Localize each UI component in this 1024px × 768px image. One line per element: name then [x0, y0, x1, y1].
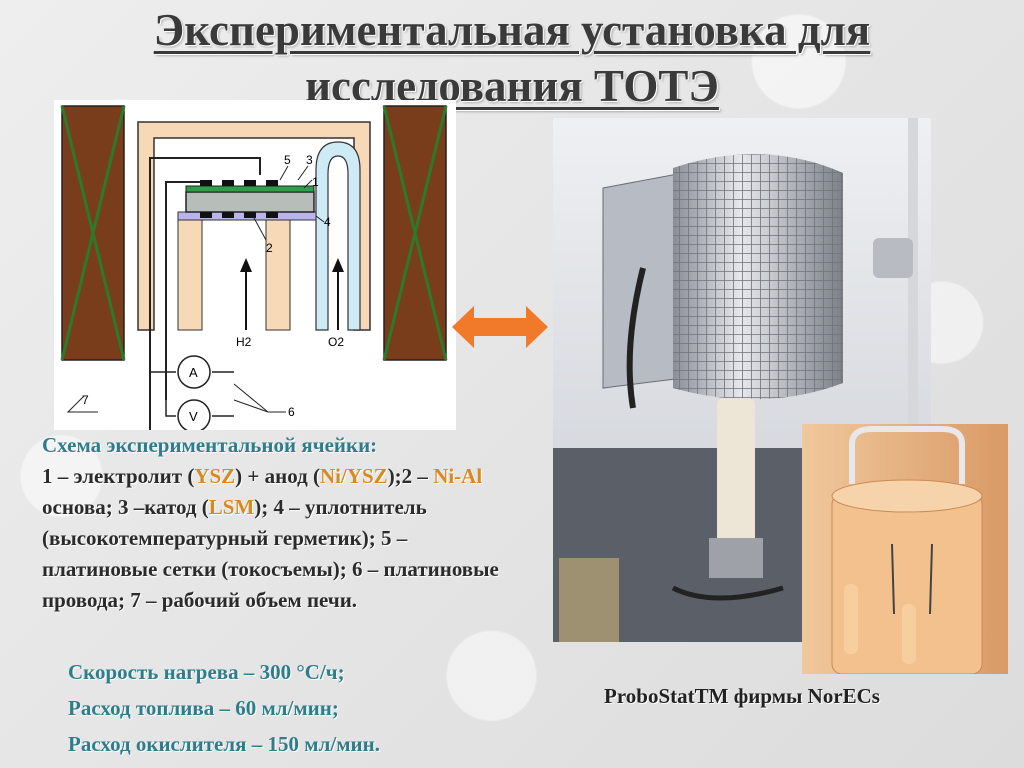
air-tube — [315, 141, 361, 331]
cell-schematic-svg: H2 O2 A V 6 7 5 3 1 4 2 — [60, 105, 448, 433]
furnace-wall-right — [382, 105, 448, 361]
label-6: 6 — [288, 405, 295, 419]
param-fuel-flow: Расход топлива – 60 мл/мин; — [68, 696, 339, 720]
param-heating-rate: Скорость нагрева – 300 °С/ч; — [68, 660, 345, 684]
double-arrow-icon — [452, 306, 548, 348]
cell-schematic: H2 O2 A V 6 7 5 3 1 4 2 — [54, 100, 456, 433]
legend-heading: Схема экспериментальной ячейки: — [42, 433, 378, 457]
photo-caption: ProboStatTM фирмы NorECs — [604, 684, 880, 708]
material-ni-ysz: Ni/YSZ — [320, 464, 388, 488]
furnace-wall-left — [60, 105, 126, 361]
label-7: 7 — [82, 393, 89, 407]
label-2: 2 — [266, 241, 273, 255]
legend-text: 1 – электролит (YSZ) + анод (Ni/YSZ);2 –… — [42, 464, 499, 612]
schematic-legend: Схема экспериментальной ячейки: 1 – элек… — [42, 430, 512, 616]
ammeter-symbol — [177, 355, 211, 389]
label-1: 1 — [312, 175, 319, 189]
cell-holder-inset-photo — [802, 424, 1008, 674]
wire-outer — [149, 157, 261, 430]
experiment-parameters: Скорость нагрева – 300 °С/ч; Расход топл… — [68, 654, 528, 762]
title-line-1: Экспериментальная установка для — [153, 5, 871, 55]
inner-tube-left — [177, 217, 203, 331]
param-oxidizer-flow: Расход окислителя – 150 мл/мин. — [68, 732, 380, 756]
wire-inner — [165, 181, 204, 400]
electrolyte-layer — [185, 191, 315, 213]
inner-tube-right — [265, 217, 291, 331]
h2-label: H2 — [236, 335, 252, 349]
platinum-mesh-top — [200, 180, 278, 186]
label-5: 5 — [284, 153, 291, 167]
circuit-wires — [150, 371, 234, 417]
platinum-mesh-bottom — [200, 212, 278, 218]
label-4: 4 — [324, 215, 331, 229]
ammeter-label: A — [189, 365, 198, 380]
voltmeter-label: V — [189, 409, 198, 424]
o2-label: O2 — [328, 335, 344, 349]
material-ni-al: Ni-Al — [433, 464, 483, 488]
slide-title: Экспериментальная установка для исследов… — [0, 2, 1024, 114]
label-3: 3 — [306, 153, 313, 167]
material-ysz: YSZ — [194, 464, 236, 488]
anode-layer — [185, 185, 315, 193]
material-lsm: LSM — [208, 495, 255, 519]
